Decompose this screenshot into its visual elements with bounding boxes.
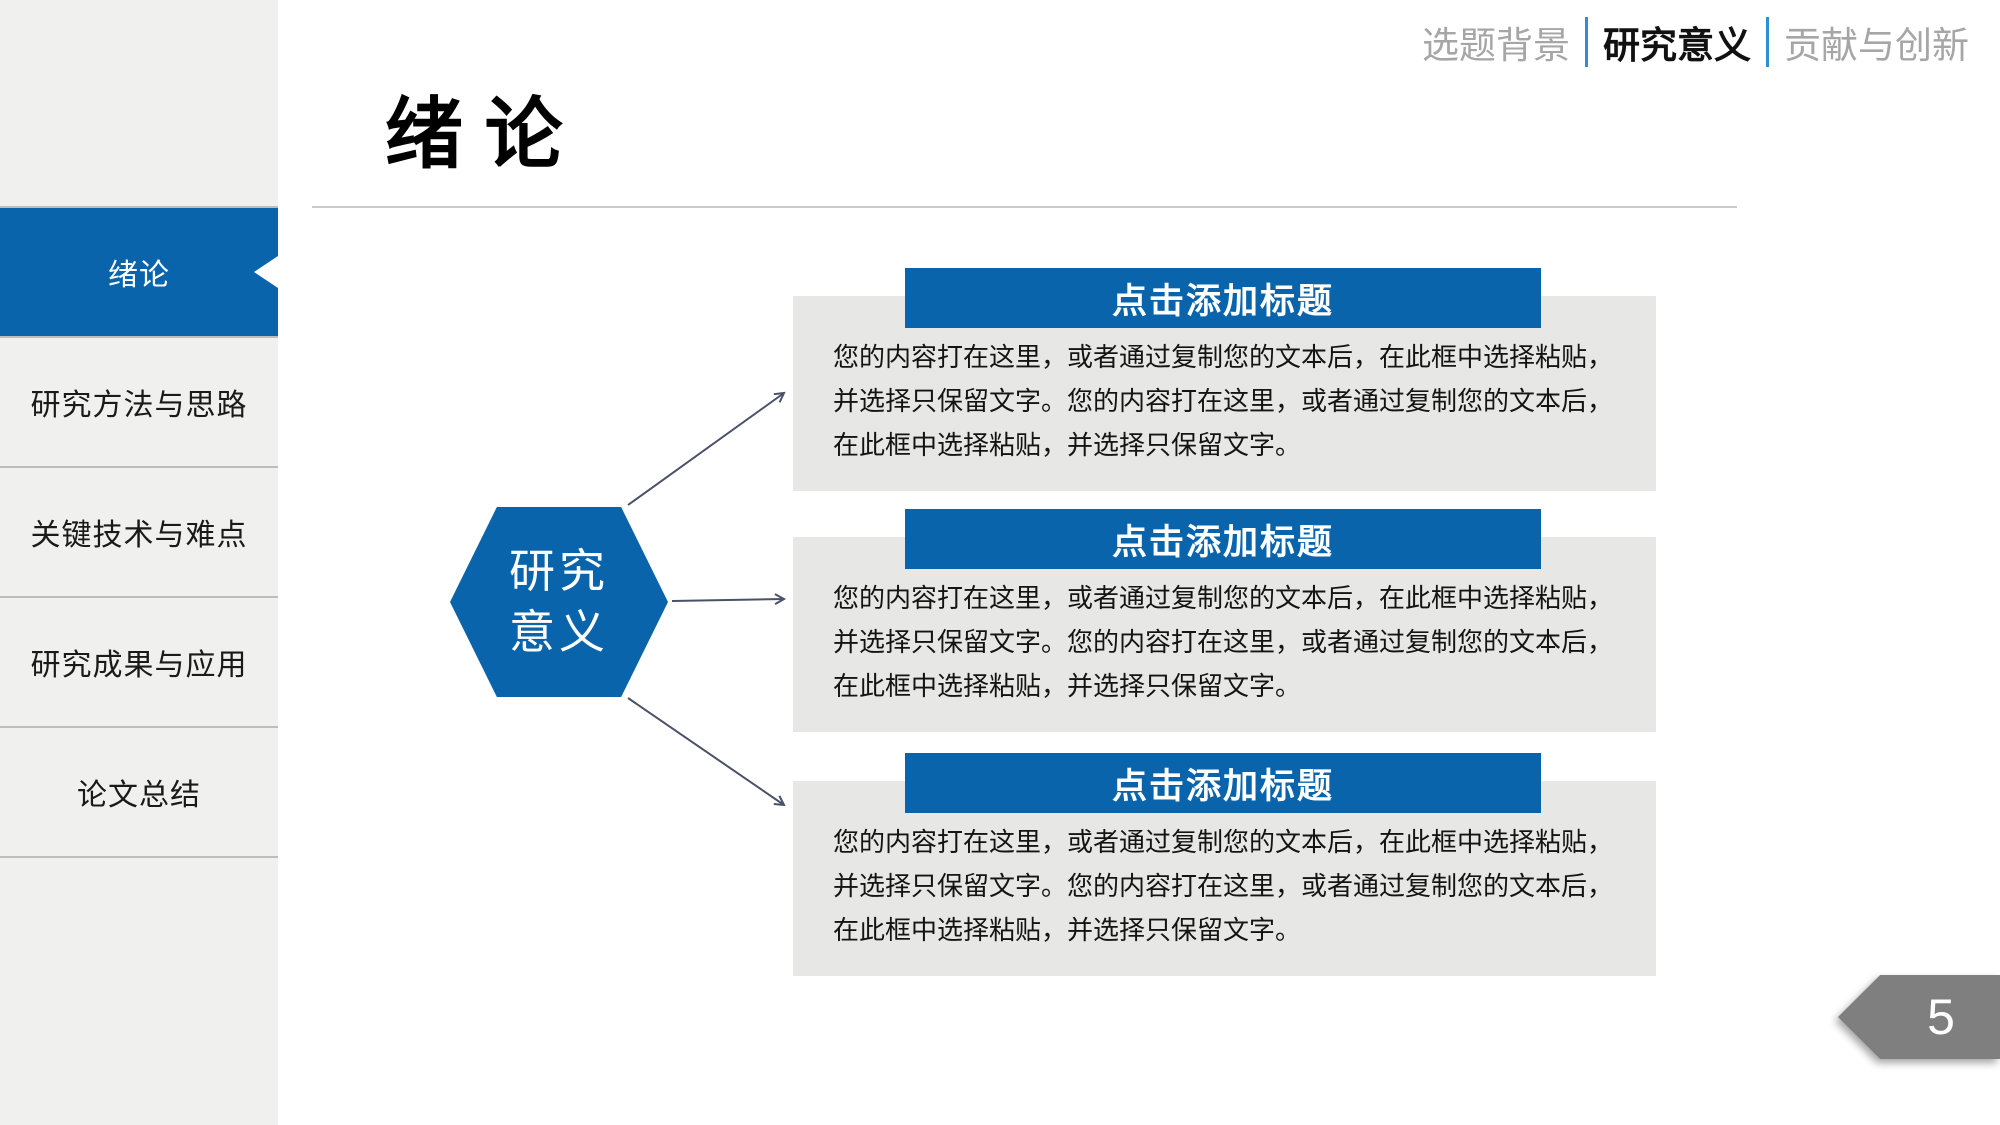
sidebar-item-summary[interactable]: 论文总结 [0,728,278,858]
hexagon-research-significance[interactable]: 研究 意义 [450,507,668,697]
content-line: 您的内容打在这里，或者通过复制您的文本后，在此框中选择粘贴， [833,342,1614,372]
sidebar: 绪论 研究方法与思路 关键技术与难点 研究成果与应用 论文总结 [0,0,278,1125]
content-line: 并选择只保留文字。您的内容打在这里，或者通过复制您的文本后， [833,386,1614,416]
sidebar-item-label: 研究方法与思路 [30,389,248,422]
sidebar-item-results[interactable]: 研究成果与应用 [0,598,278,728]
content-line: 您的内容打在这里，或者通过复制您的文本后，在此框中选择粘贴， [833,583,1614,613]
active-item-arrow-icon [254,256,278,288]
page-number-banner: 5 [1838,975,2000,1059]
content-line: 在此框中选择粘贴，并选择只保留文字。 [833,915,1302,945]
content-line: 并选择只保留文字。您的内容打在这里，或者通过复制您的文本后， [833,871,1614,901]
content-box-1[interactable]: 您的内容打在这里，或者通过复制您的文本后，在此框中选择粘贴， 并选择只保留文字。… [793,296,1656,491]
nav-item-significance[interactable]: 研究意义 [1603,25,1751,66]
block-title-label: 点击添加标题 [1111,522,1334,562]
hexagon-label-line: 意义 [509,606,609,658]
nav-item-contribution[interactable]: 贡献与创新 [1784,25,1969,66]
sidebar-item-label: 研究成果与应用 [30,649,248,682]
sidebar-item-introduction[interactable]: 绪论 [0,208,278,338]
content-box-3[interactable]: 您的内容打在这里，或者通过复制您的文本后，在此框中选择粘贴， 并选择只保留文字。… [793,781,1656,976]
page-title: 绪 论 [385,90,563,178]
connector-arrow-middle [671,593,787,606]
title-divider [312,206,1737,208]
nav-divider [1585,17,1588,67]
block-title-placeholder-3[interactable]: 点击添加标题 [905,753,1541,813]
nav-divider [1766,17,1769,67]
page-number-flag-icon: 5 [1838,975,2000,1059]
content-box-2[interactable]: 您的内容打在这里，或者通过复制您的文本后，在此框中选择粘贴， 并选择只保留文字。… [793,537,1656,732]
content-line: 并选择只保留文字。您的内容打在这里，或者通过复制您的文本后， [833,627,1614,657]
connector-arrow-top [627,391,786,506]
nav-item-background[interactable]: 选题背景 [1422,25,1570,66]
sidebar-item-label: 论文总结 [77,779,201,812]
sidebar-item-methods[interactable]: 研究方法与思路 [0,338,278,468]
section-nav: 选题背景 研究意义 贡献与创新 [1407,14,1984,70]
block-title-placeholder-1[interactable]: 点击添加标题 [905,268,1541,328]
hexagon-label-line: 研究 [509,545,609,597]
sidebar-item-key-tech[interactable]: 关键技术与难点 [0,468,278,598]
content-line: 在此框中选择粘贴，并选择只保留文字。 [833,430,1302,460]
connector-arrow-bottom [627,697,786,807]
block-title-placeholder-2[interactable]: 点击添加标题 [905,509,1541,569]
sidebar-item-label: 关键技术与难点 [30,519,248,552]
sidebar-item-label: 绪论 [108,259,170,292]
sidebar-menu: 绪论 研究方法与思路 关键技术与难点 研究成果与应用 论文总结 [0,206,278,858]
block-title-label: 点击添加标题 [1111,281,1334,321]
content-line: 在此框中选择粘贴，并选择只保留文字。 [833,671,1302,701]
page-number: 5 [1927,989,1955,1045]
content-line: 您的内容打在这里，或者通过复制您的文本后，在此框中选择粘贴， [833,827,1614,857]
block-title-label: 点击添加标题 [1111,766,1334,806]
